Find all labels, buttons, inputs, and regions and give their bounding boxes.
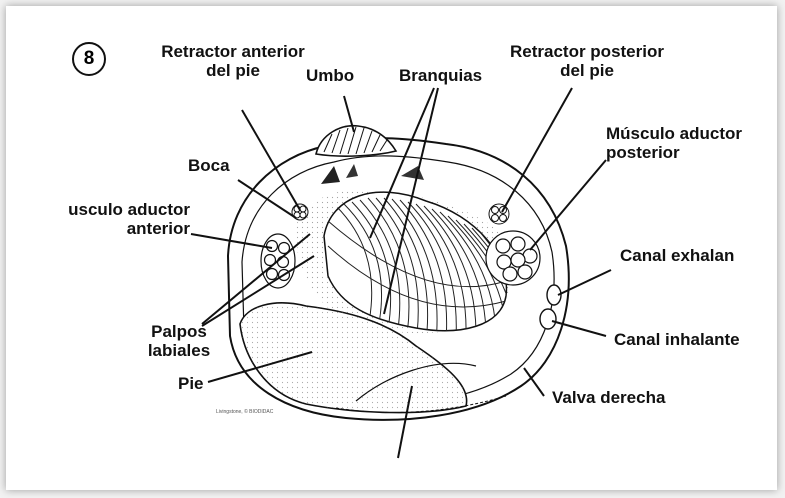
- label-musculo-aductor-posterior-line1: Músculo aductor: [606, 124, 742, 143]
- image-credit: Livingstone, © BIODIDAC: [216, 409, 273, 415]
- label-palpos-labiales-line1: Palpos: [134, 322, 224, 341]
- figure-number-badge: 8: [72, 42, 106, 76]
- posterior-adductor: [486, 231, 540, 285]
- label-retractor-anterior-line1: Retractor anterior: [148, 42, 318, 61]
- figure-frame: 8 Retractor anterior del pie Umbo Branqu…: [6, 6, 777, 490]
- label-musculo-aductor-anterior: usculo aductor anterior: [52, 200, 190, 238]
- label-canal-exhalante: Canal exhalan: [620, 246, 734, 265]
- label-musculo-aductor-posterior-line2: posterior: [606, 143, 742, 162]
- label-valva-derecha: Valva derecha: [552, 388, 665, 407]
- label-musculo-aductor-posterior: Músculo aductor posterior: [606, 124, 742, 162]
- label-retractor-anterior-line2: del pie: [148, 61, 318, 80]
- label-branquias: Branquias: [399, 66, 482, 85]
- label-retractor-anterior: Retractor anterior del pie: [148, 42, 318, 80]
- label-retractor-posterior-line1: Retractor posterior: [492, 42, 682, 61]
- label-boca: Boca: [188, 156, 230, 175]
- label-musculo-aductor-anterior-line1: usculo aductor: [52, 200, 190, 219]
- label-palpos-labiales-line2: labiales: [134, 341, 224, 360]
- label-umbo: Umbo: [306, 66, 354, 85]
- label-palpos-labiales: Palpos labiales: [134, 322, 224, 360]
- label-retractor-posterior: Retractor posterior del pie: [492, 42, 682, 80]
- label-retractor-posterior-line2: del pie: [492, 61, 682, 80]
- label-canal-inhalante: Canal inhalante: [614, 330, 740, 349]
- label-musculo-aductor-anterior-line2: anterior: [52, 219, 190, 238]
- label-pie: Pie: [178, 374, 204, 393]
- umbo-hinge: [316, 126, 396, 156]
- posterior-retractor: [489, 204, 509, 224]
